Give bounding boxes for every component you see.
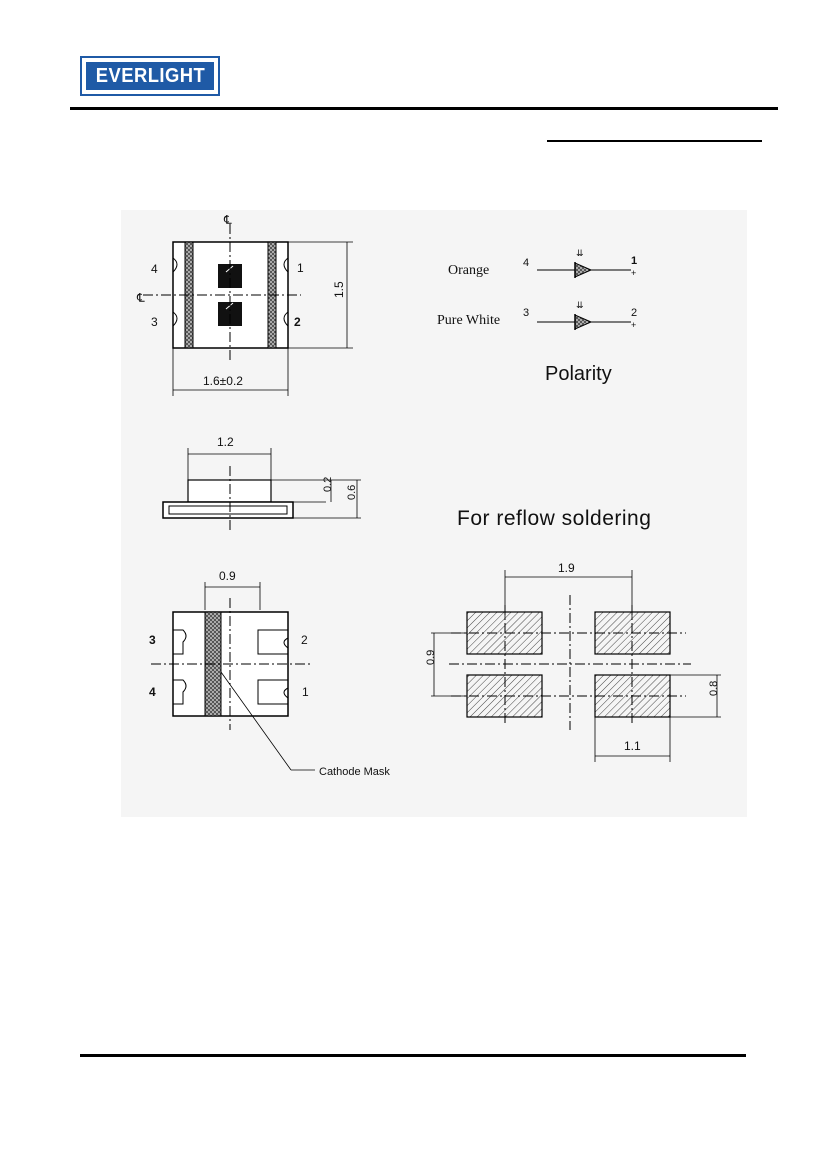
reflow-title: For reflow soldering bbox=[457, 507, 651, 530]
side-base-inner bbox=[168, 505, 288, 515]
side-dim-a: 0.2 bbox=[322, 477, 334, 492]
bottom-dim-width: 0.9 bbox=[219, 569, 236, 583]
reflow-pad-layout: 1.9 0.9 0.8 1.1 bbox=[425, 561, 721, 762]
polarity-diagram: Orange Pure White 4 3 1 2 ⇊ + ⇊ + Polari… bbox=[437, 248, 637, 385]
top-dim-height: 1.5 bbox=[332, 281, 346, 298]
side-view: 1.2 0.2 0.6 bbox=[162, 435, 361, 530]
cl-mark-top: ℄ bbox=[223, 213, 232, 227]
side-dim-width: 1.2 bbox=[217, 435, 234, 449]
logo-badge: EVERLIGHT bbox=[86, 62, 214, 90]
bottom-view: 0.9 3 4 2 1 Cathode Mask bbox=[149, 569, 390, 778]
title-underline bbox=[547, 140, 762, 142]
top-pin-3: 3 bbox=[151, 315, 158, 329]
cl-mark-left: ℄ bbox=[136, 291, 145, 305]
top-pin-4: 4 bbox=[151, 262, 158, 276]
top-pin-2: 2 bbox=[294, 315, 301, 329]
polarity-pin-4: 4 bbox=[523, 257, 529, 269]
polarity-pin-2: 2 bbox=[631, 307, 637, 319]
bottom-pin-1: 1 bbox=[302, 685, 309, 699]
top-left-notches bbox=[172, 257, 178, 327]
bottom-pin-4: 4 bbox=[149, 685, 156, 699]
polarity-title: Polarity bbox=[545, 363, 612, 385]
everlight-logo: EVERLIGHT bbox=[80, 56, 220, 96]
polarity-label-orange: Orange bbox=[448, 263, 489, 278]
polarity-pin-3: 3 bbox=[523, 307, 529, 319]
svg-text:+: + bbox=[631, 320, 636, 330]
top-dim-width: 1.6±0.2 bbox=[203, 374, 243, 388]
bottom-pin-3: 3 bbox=[149, 633, 156, 647]
svg-text:+: + bbox=[631, 268, 636, 278]
footer-rule bbox=[80, 1054, 746, 1057]
diode-led-1-icon bbox=[574, 262, 593, 278]
diode-led-2-icon bbox=[574, 314, 593, 330]
header-rule bbox=[70, 107, 778, 110]
cathode-leader-line bbox=[220, 671, 292, 771]
polarity-label-white: Pure White bbox=[437, 313, 500, 328]
side-dim-b: 0.6 bbox=[346, 485, 358, 500]
reflow-dim-vertical: 0.9 bbox=[425, 650, 437, 665]
logo-text: EVERLIGHT bbox=[95, 64, 205, 87]
top-right-notches bbox=[283, 257, 289, 327]
polarity-pin-1: 1 bbox=[631, 255, 637, 267]
drawing-svg: ℄ ℄ 1.5 1.6±0.2 4 3 1 2 Orange Pure Whit… bbox=[136, 213, 721, 778]
package-drawing: ℄ ℄ 1.5 1.6±0.2 4 3 1 2 Orange Pure Whit… bbox=[121, 210, 747, 817]
light-arrows-2-icon: ⇊ bbox=[576, 300, 584, 310]
bottom-pin-2: 2 bbox=[301, 633, 308, 647]
light-arrows-1-icon: ⇊ bbox=[576, 248, 584, 258]
top-view: ℄ ℄ 1.5 1.6±0.2 4 3 1 2 bbox=[136, 213, 353, 396]
reflow-dim-pad-height: 0.8 bbox=[708, 681, 720, 696]
top-pin-1: 1 bbox=[297, 261, 304, 275]
cathode-label: Cathode Mask bbox=[319, 766, 390, 778]
reflow-dim-pad-width: 1.1 bbox=[624, 739, 641, 753]
reflow-dim-spacing: 1.9 bbox=[558, 561, 575, 575]
